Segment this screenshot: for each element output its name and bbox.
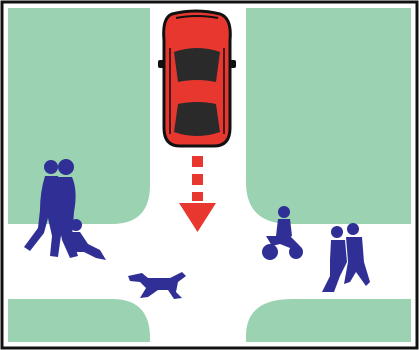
car-icon — [158, 11, 236, 146]
grass-bottom-left — [8, 299, 150, 342]
grass-top-right — [246, 8, 411, 224]
grass-bottom-right — [246, 299, 411, 342]
grass-top-left — [8, 8, 150, 224]
